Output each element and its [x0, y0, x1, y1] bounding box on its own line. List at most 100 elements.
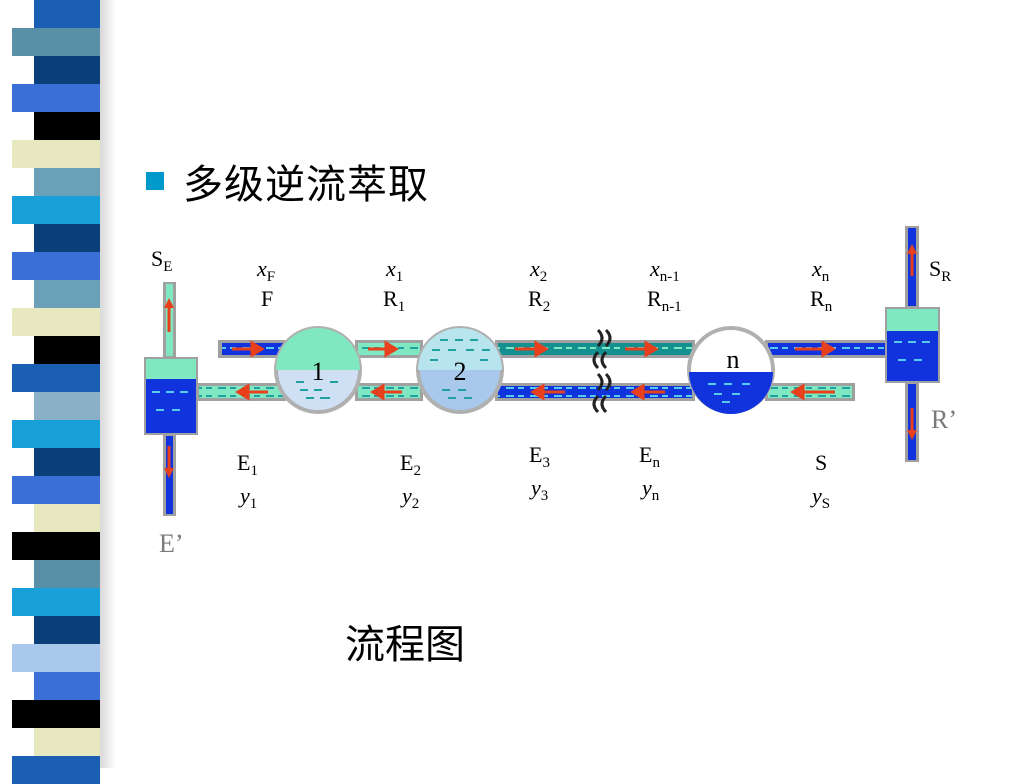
svg-text:x2: x2 [529, 256, 547, 285]
x-subscript: 2 [540, 269, 548, 285]
stripe-segment [12, 588, 100, 616]
y-label: y [238, 483, 250, 508]
svg-text:Rn-1: Rn-1 [647, 286, 682, 315]
x-subscript: 1 [396, 269, 404, 285]
y-subscript: 2 [412, 496, 420, 512]
pipe-break-marks [592, 328, 612, 414]
stage-2-vessel [416, 326, 504, 414]
stripe-segment [34, 616, 100, 644]
stream-subscript: 3 [542, 455, 550, 471]
stripe-segment [12, 644, 100, 672]
svg-text:E3: E3 [529, 442, 550, 471]
extract-labels: E1 y1 E2 y2 E3 y3 En yn S yS [237, 442, 830, 512]
x-subscript: n [822, 269, 830, 285]
y-label: y [810, 483, 822, 508]
stream-label: E [639, 442, 652, 467]
right-solvent-recovery-unit [885, 226, 940, 462]
left-unit-bottom-label: E’ [159, 529, 184, 558]
y-subscript: S [822, 496, 830, 512]
stripe-segment [34, 728, 100, 756]
svg-text:y2: y2 [400, 483, 419, 512]
x-label: x [811, 256, 822, 281]
stream-label: R [647, 286, 662, 311]
stream-label: F [261, 286, 273, 311]
stream-label: E [529, 442, 542, 467]
svg-text:E1: E1 [237, 450, 258, 479]
stripe-segment [34, 280, 100, 308]
stream-label: S [815, 450, 827, 475]
stripe-segment [34, 56, 100, 84]
right-unit-top-label: SR [929, 256, 951, 285]
stream-subscript: n [825, 299, 833, 315]
svg-text:xF: xF [256, 256, 275, 285]
x-label: x [649, 256, 660, 281]
stream-subscript: 1 [398, 299, 406, 315]
stream-subscript: 2 [543, 299, 551, 315]
stripe-segment [12, 196, 100, 224]
stream-subscript: 1 [250, 463, 258, 479]
stage-n-vessel [687, 326, 775, 414]
y-subscript: 1 [250, 496, 258, 512]
stripe-segment [12, 308, 100, 336]
stripe-segment [34, 112, 100, 140]
stream-label: R [810, 286, 825, 311]
svg-text:xn-1: xn-1 [649, 256, 680, 285]
stripe-segment [34, 504, 100, 532]
x-label: x [385, 256, 396, 281]
stripe-segment [34, 224, 100, 252]
x-subscript: n-1 [660, 269, 680, 285]
stripe-segment [12, 532, 100, 560]
stream-subscript: n [652, 455, 660, 471]
stripe-segment [12, 364, 100, 392]
x-label: x [256, 256, 267, 281]
svg-text:xn: xn [811, 256, 830, 285]
stage-2-label: 2 [454, 357, 467, 386]
stripe-segment [34, 0, 100, 28]
svg-text:E2: E2 [400, 450, 421, 479]
stripe-segment [12, 476, 100, 504]
y-label: y [640, 475, 652, 500]
stage-1-label: 1 [312, 357, 325, 386]
svg-text:R1: R1 [383, 286, 405, 315]
figure-caption: 流程图 [345, 622, 465, 668]
y-label: y [529, 475, 541, 500]
y-label: y [400, 483, 412, 508]
stripe-segment [34, 336, 100, 364]
svg-text:x1: x1 [385, 256, 403, 285]
svg-text:y1: y1 [238, 483, 257, 512]
stage-n-label: n [727, 345, 740, 374]
svg-text:En: En [639, 442, 660, 471]
svg-text:yS: yS [810, 483, 830, 512]
stripe-segment [34, 672, 100, 700]
stream-label: E [237, 450, 250, 475]
stripe-segment [34, 448, 100, 476]
stripe-segment [34, 392, 100, 420]
title-bullet [146, 172, 164, 190]
y-subscript: 3 [541, 488, 549, 504]
stream-label: E [400, 450, 413, 475]
x-subscript: F [267, 269, 275, 285]
left-unit-top-label: SE [151, 246, 172, 275]
slide-title: 多级逆流萃取 [183, 162, 429, 208]
stripe-segment [12, 420, 100, 448]
svg-text:R2: R2 [528, 286, 550, 315]
stripe-segment [12, 28, 100, 56]
left-solvent-recovery-unit [144, 282, 198, 516]
y-subscript: n [652, 488, 660, 504]
svg-text:Rn: Rn [810, 286, 833, 315]
stripe-segment [34, 560, 100, 588]
stripe-shadow [100, 0, 116, 768]
stream-label: R [383, 286, 398, 311]
stream-subscript: 2 [413, 463, 421, 479]
x-label: x [529, 256, 540, 281]
stripe-segment [12, 140, 100, 168]
stripe-segment [12, 84, 100, 112]
raffinate-labels: xF F x1 R1 x2 R2 xn-1 Rn-1 xn Rn [256, 256, 833, 315]
stripe-segment [12, 700, 100, 728]
stripe-segment [34, 168, 100, 196]
stream-subscript: n-1 [662, 299, 682, 315]
stripe-segment [12, 252, 100, 280]
right-unit-bottom-label: R’ [931, 405, 957, 434]
svg-text:y3: y3 [529, 475, 548, 504]
extraction-flow-diagram: 1 2 n [144, 226, 957, 558]
